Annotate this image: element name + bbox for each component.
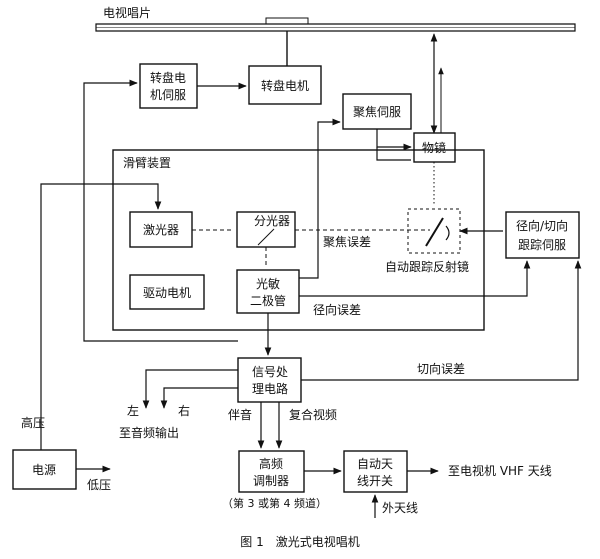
slide-arm-label: 滑臂装置 xyxy=(123,156,171,170)
right-audio-line xyxy=(160,387,238,409)
slide-arm-frame xyxy=(112,149,485,331)
laser-block: 激光器 xyxy=(129,211,193,248)
signal-processor-block: 信号处 理电路 xyxy=(237,357,302,403)
processor-to-turntable-servo-line xyxy=(83,79,238,342)
tracking-servo-block: 径向/切向 跟踪伺服 xyxy=(505,211,580,259)
rf-modulator-block: 高频 调制器 xyxy=(238,450,305,493)
low-voltage-label: 低压 xyxy=(87,478,111,492)
turntable-servo-block: 转盘电 机伺服 xyxy=(139,63,198,109)
turntable-servo-label-1: 转盘电 xyxy=(150,70,186,85)
focus-error-label: 聚焦误差 xyxy=(323,235,371,249)
antenna-switch-block: 自动天 线开关 xyxy=(343,450,408,493)
beam-splitter-label: 分光器 xyxy=(254,214,290,228)
photodiode-label-1: 光敏 xyxy=(256,276,280,291)
signal-processor-label-1: 信号处 xyxy=(252,365,288,379)
splitter-mirror-mark xyxy=(257,228,275,246)
focus-error-line xyxy=(299,118,341,279)
radial-error-line xyxy=(299,260,531,297)
audio-label: 伴音 xyxy=(228,407,252,422)
objective-lens-block: 物镜 xyxy=(413,132,456,163)
tracking-servo-label-2: 跟踪伺服 xyxy=(518,238,566,252)
right-label: 右 xyxy=(178,403,190,418)
video-disc xyxy=(95,17,576,66)
tangential-error-label: 切向误差 xyxy=(417,361,465,376)
beam-splitter-block: 分光器 xyxy=(236,211,296,248)
figure-caption: 图 1 激光式电视唱机 xyxy=(240,534,359,549)
composite-video-label: 复合视频 xyxy=(289,407,337,422)
photodiode-block: 光敏 二极管 xyxy=(236,269,300,314)
tracking-mirror-label: 自动跟踪反射镜 xyxy=(385,259,469,274)
channel-note: （第 3 或第 4 频道） xyxy=(222,496,327,510)
power-to-laser-line xyxy=(40,183,162,450)
turntable-servo-label-2: 机伺服 xyxy=(150,88,186,102)
radial-error-label: 径向误差 xyxy=(313,302,361,317)
high-voltage-label: 高压 xyxy=(21,415,45,430)
tracking-servo-label-1: 径向/切向 xyxy=(516,218,568,233)
laser-label: 激光器 xyxy=(143,223,179,237)
turntable-motor-block: 转盘电机 xyxy=(248,65,322,105)
power-supply-label: 电源 xyxy=(32,463,56,477)
turntable-motor-label: 转盘电机 xyxy=(261,78,309,93)
external-antenna-label: 外天线 xyxy=(382,501,418,515)
focus-servo-label: 聚焦伺服 xyxy=(353,105,401,119)
to-tv-label: 至电视机 VHF 天线 xyxy=(448,463,552,478)
tracking-mirror xyxy=(407,208,461,254)
power-supply-block: 电源 xyxy=(12,449,77,490)
rf-modulator-label-2: 调制器 xyxy=(253,474,289,488)
left-audio-line xyxy=(142,369,238,409)
antenna-switch-label-2: 线开关 xyxy=(357,474,393,488)
to-audio-out-label: 至音频输出 xyxy=(119,425,179,440)
left-label: 左 xyxy=(127,403,139,418)
antenna-switch-label-1: 自动天 xyxy=(357,457,393,471)
drive-motor-block: 驱动电机 xyxy=(129,274,205,310)
focus-servo-feed xyxy=(376,147,411,161)
drive-motor-label: 驱动电机 xyxy=(143,286,191,300)
photodiode-label-2: 二极管 xyxy=(250,293,286,308)
disc-label: 电视唱片 xyxy=(103,5,151,20)
focus-servo-to-lens-arrow xyxy=(376,129,412,151)
tangential-error-line xyxy=(301,260,582,381)
signal-processor-label-2: 理电路 xyxy=(252,381,288,396)
objective-lens-label: 物镜 xyxy=(422,140,446,155)
rf-modulator-label-1: 高频 xyxy=(259,456,283,471)
focus-servo-block: 聚焦伺服 xyxy=(342,93,412,130)
